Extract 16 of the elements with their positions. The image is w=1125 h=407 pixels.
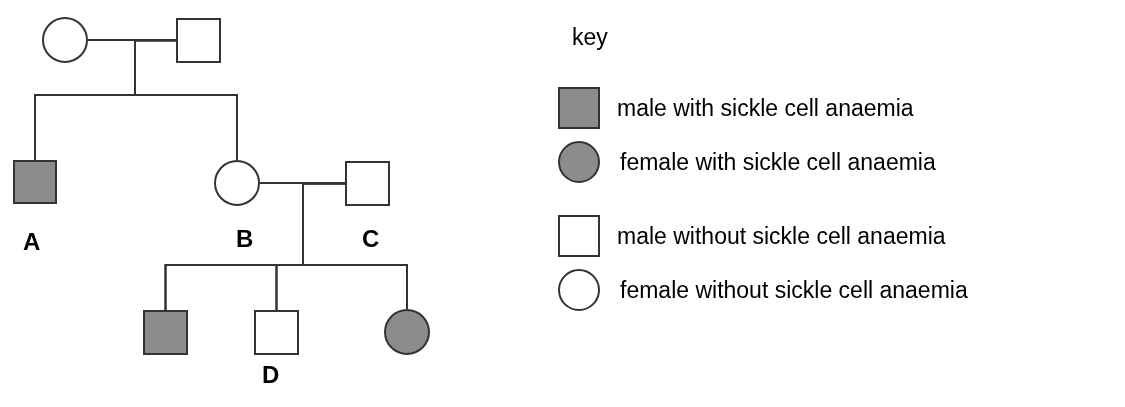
legend-text: female without sickle cell anaemia bbox=[620, 279, 968, 302]
empty-square bbox=[254, 310, 299, 355]
legend-text: male with sickle cell anaemia bbox=[617, 97, 914, 120]
shaded-square bbox=[13, 160, 57, 204]
individual-letter: C bbox=[362, 227, 380, 251]
pedigree-line bbox=[302, 182, 408, 310]
empty-square bbox=[345, 161, 390, 206]
individual-letter: B bbox=[236, 227, 254, 251]
individual-letter: D bbox=[262, 363, 280, 387]
empty-square bbox=[176, 18, 221, 63]
individual-letter: A bbox=[23, 230, 41, 254]
key-heading: key bbox=[572, 26, 608, 49]
pedigree-line bbox=[134, 39, 238, 161]
legend-text: female with sickle cell anaemia bbox=[620, 151, 936, 174]
shaded-square bbox=[143, 310, 188, 355]
legend-text: male without sickle cell anaemia bbox=[617, 225, 946, 248]
